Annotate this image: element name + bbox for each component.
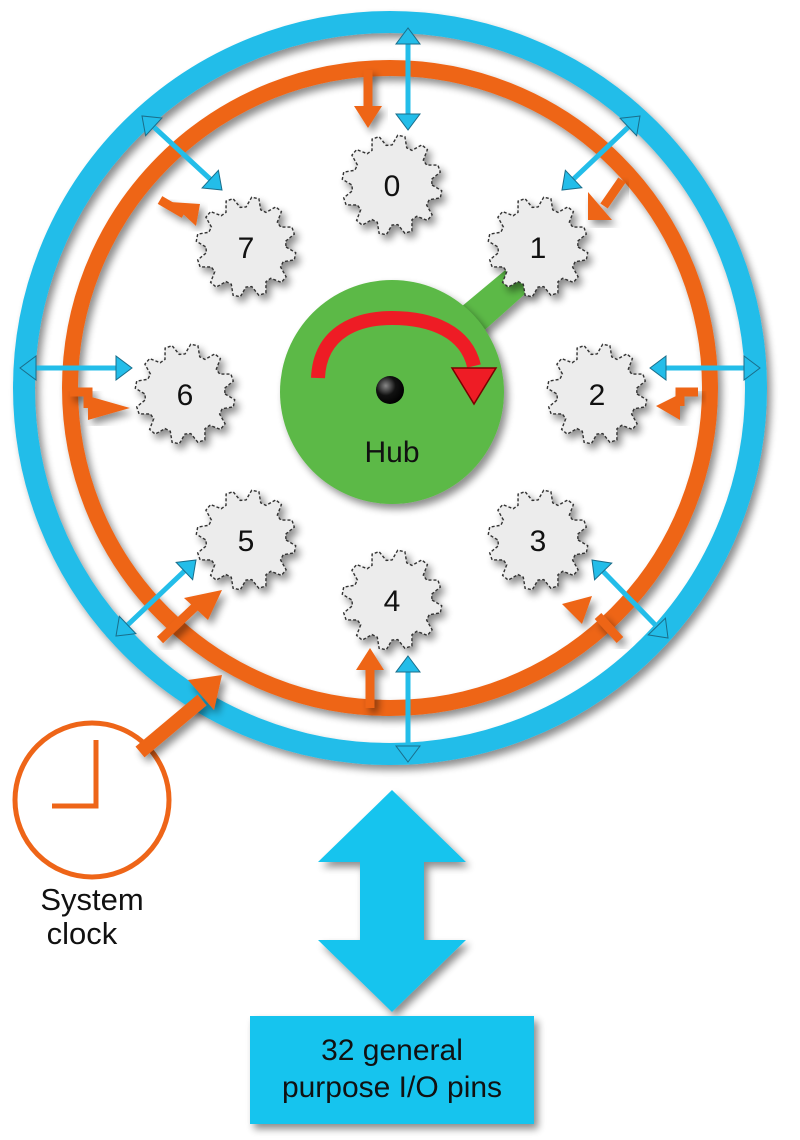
pin-double-arrow [141,115,223,191]
clock-feed-arrow [157,196,200,226]
io-pins-label-line1: 32 general [321,1034,463,1067]
clock-label-line1: System [40,882,143,917]
cog-1 [487,196,589,298]
clock-feed-arrow [354,70,382,128]
hub-label: Hub [364,436,419,469]
clock-feed-arrow [156,590,222,644]
clock-arrow [135,675,222,758]
pin-double-arrow [19,355,133,381]
pin-double-arrow [591,559,669,639]
pin-double-arrow [395,655,421,763]
io-pins-box [250,1016,534,1124]
cog-label-5: 5 [238,525,255,558]
cog-6 [134,343,236,445]
clock-feed-arrow [656,387,698,420]
cog-0 [341,134,443,236]
rotation-arrow-icon [311,310,498,406]
outer-pin-ring [13,11,767,765]
clock-feed-arrow [70,387,130,420]
cog-5 [195,489,297,591]
io-double-arrow [318,790,466,1012]
cog-4 [341,549,443,651]
pivot-dot-icon [376,376,404,404]
clock-feed-arrow [562,596,624,644]
clock-icon [12,720,172,880]
cog-3 [487,489,589,591]
cog-label-6: 6 [177,379,194,412]
cog-label-4: 4 [384,585,401,618]
cog-label-7: 7 [238,232,255,265]
io-pins-label-line2: purpose I/O pins [282,1071,502,1104]
pin-double-arrow [649,355,761,381]
pin-double-arrow [561,115,641,191]
cog-layer: 0 1 2 3 4 5 6 7 [134,134,648,651]
cog-label-3: 3 [530,525,547,558]
cog-label-2: 2 [589,379,606,412]
clock-feed-arrow [588,177,626,220]
cog-2 [546,343,648,445]
cog-7 [195,196,297,298]
cog-label-0: 0 [384,170,401,203]
clock-feed-arrow [356,648,384,708]
connection-arrows [19,27,761,763]
pin-double-arrow [395,27,421,131]
cog-label-1: 1 [530,232,547,265]
clock-label-line2: clock [47,916,118,951]
pin-double-arrow [115,559,197,637]
